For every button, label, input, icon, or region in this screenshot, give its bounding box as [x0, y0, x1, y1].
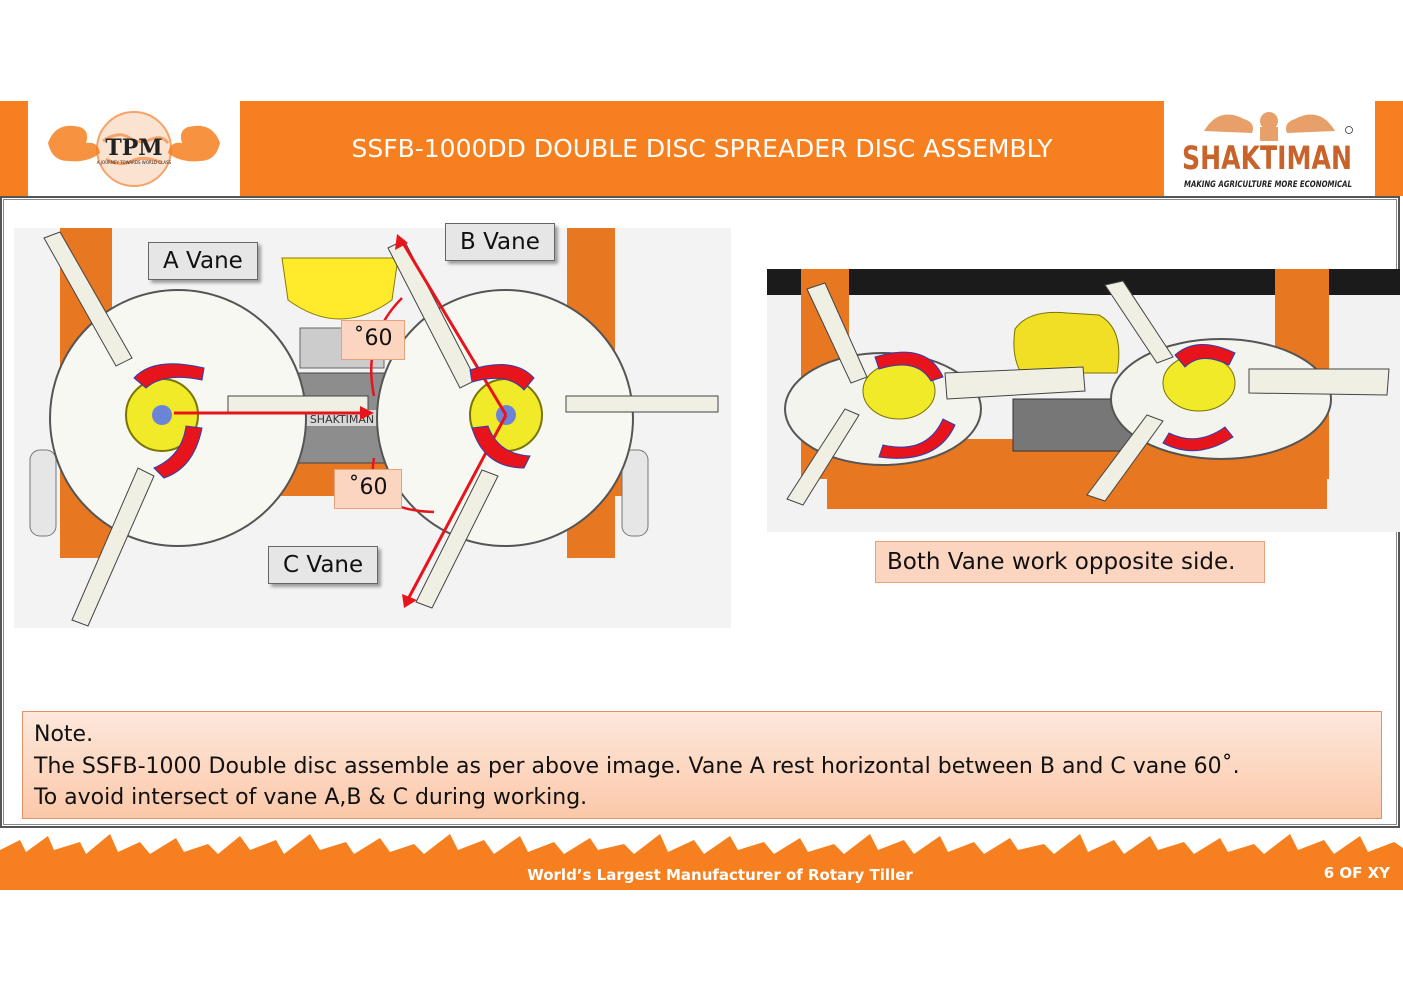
shaktiman-logo: SHAKTIMAN MAKING AGRICULTURE MORE ECONOM… [1164, 101, 1375, 196]
vane-direction-caption: Both Vane work opposite side. [875, 541, 1265, 583]
b-vane-callout: B Vane [445, 223, 555, 261]
upper-angle-label: ˚60 [341, 320, 405, 360]
note-box: Note. The SSFB-1000 Double disc assemble… [22, 711, 1382, 819]
tpm-logo-text: TPM [105, 135, 162, 161]
svg-text:SHAKTIMAN: SHAKTIMAN [310, 413, 374, 426]
c-vane-callout: C Vane [268, 546, 379, 584]
svg-text:MAKING AGRICULTURE MORE ECONOM: MAKING AGRICULTURE MORE ECONOMICAL [1184, 180, 1352, 190]
svg-text:A JOURNEY TOWARDS WORLD CLASS: A JOURNEY TOWARDS WORLD CLASS [97, 160, 172, 165]
shaktiman-logo-text: SHAKTIMAN [1182, 139, 1352, 177]
page-number: 6 OF XY [1323, 864, 1390, 882]
a-vane-callout: A Vane [148, 242, 258, 280]
lower-angle-label: ˚60 [334, 469, 402, 509]
grass-decoration [0, 834, 1403, 862]
disc-assembly-perspective-view [767, 269, 1400, 532]
page-title: SSFB-1000DD DOUBLE DISC SPREADER DISC AS… [351, 134, 1053, 163]
note-heading: Note. [34, 722, 94, 747]
footer-bar [0, 858, 1403, 890]
tpm-logo: TPM A JOURNEY TOWARDS WORLD CLASS [28, 101, 240, 196]
footer-tagline: World’s Largest Manufacturer of Rotary T… [527, 866, 913, 884]
note-line-assembly: The SSFB-1000 Double disc assemble as pe… [34, 753, 1240, 779]
note-line-intersect: To avoid intersect of vane A,B & C durin… [34, 785, 588, 810]
